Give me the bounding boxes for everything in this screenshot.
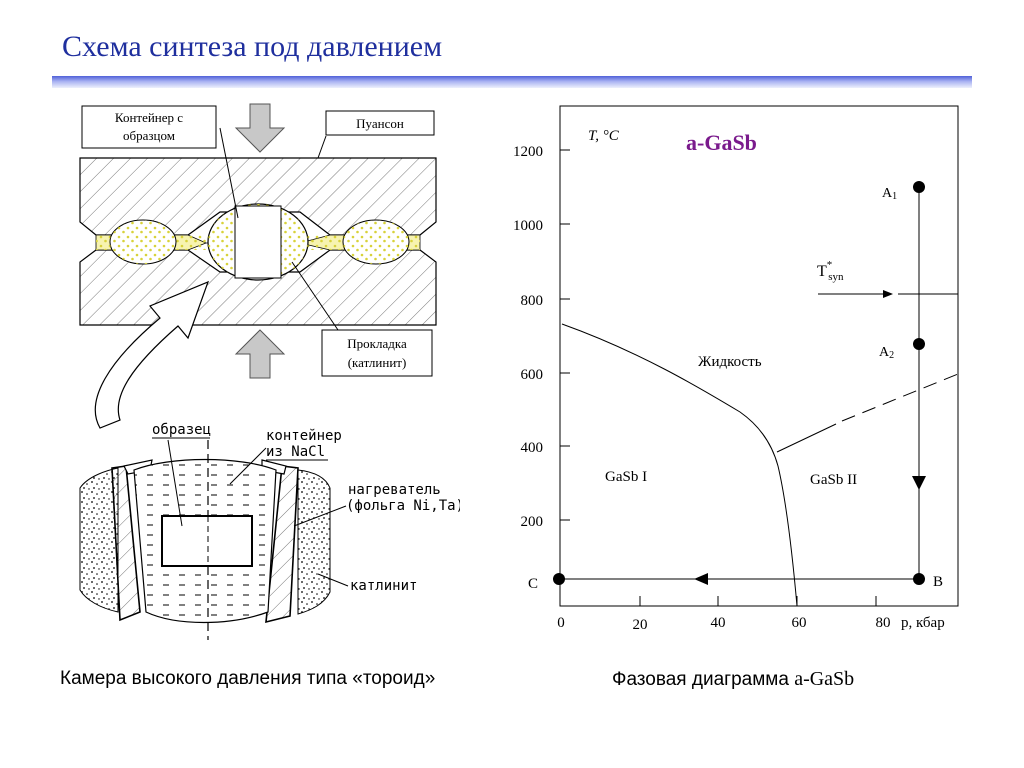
cell-container-leader bbox=[229, 447, 267, 485]
slide-title: Схема синтеза под давлением bbox=[62, 30, 443, 63]
cell-catlinite-leader bbox=[317, 573, 349, 587]
callout-gasket-line1: Прокладка bbox=[347, 336, 407, 351]
path-down-arrowhead bbox=[912, 476, 926, 490]
y-tick-800: 800 bbox=[521, 293, 544, 309]
y-tick-400: 400 bbox=[521, 440, 544, 456]
cell-sample-leader bbox=[167, 439, 183, 527]
callout-container-line2: образцом bbox=[123, 128, 175, 143]
punch-arrow-up bbox=[234, 329, 286, 379]
caption-right-suffix: a-GaSb bbox=[794, 668, 855, 690]
callout-gasket-leader bbox=[291, 261, 339, 331]
path-left-arrowhead bbox=[694, 573, 708, 585]
liquidus-boundary bbox=[561, 323, 798, 607]
cell-sample bbox=[161, 515, 253, 567]
x-tick-80: 80 bbox=[876, 615, 891, 631]
point-a2 bbox=[913, 338, 925, 350]
title-underline-bar bbox=[52, 76, 972, 88]
point-a1 bbox=[913, 181, 925, 193]
y-axis-label: T, °C bbox=[588, 128, 620, 144]
catlinite-right bbox=[297, 469, 331, 615]
punch-arrow-down bbox=[234, 103, 286, 153]
label-a2: A2 bbox=[879, 345, 894, 361]
x-tick-60: 60 bbox=[792, 615, 807, 631]
callout-container-line1: Контейнер с bbox=[115, 110, 183, 125]
callout-punch-leader bbox=[317, 135, 327, 159]
x-axis: 0 20 40 60 80 bbox=[557, 596, 891, 633]
y-tick-200: 200 bbox=[521, 514, 544, 530]
cell-label-heater-1: нагреватель bbox=[348, 482, 441, 498]
callout-punch-box bbox=[325, 110, 435, 136]
toroid-schematic: Контейнер с образцом Пуансон Прокладка (… bbox=[79, 103, 460, 640]
caption-right: Фазовая диаграмма a-GaSb bbox=[612, 668, 854, 691]
point-b bbox=[913, 573, 925, 585]
callout-gasket-line2: (катлинит) bbox=[348, 355, 407, 370]
x-tick-40: 40 bbox=[711, 615, 726, 631]
gasb2-boundary-solid bbox=[776, 423, 837, 453]
x-tick-0: 0 bbox=[557, 615, 565, 631]
region-gasb1: GaSb I bbox=[605, 469, 647, 485]
heater-left bbox=[111, 465, 141, 622]
y-tick-1200: 1200 bbox=[513, 144, 543, 160]
caption-right-prefix: Фазовая диаграмма bbox=[612, 669, 795, 690]
callout-container-leader bbox=[219, 127, 239, 219]
cell-label-container-2: из NaCl bbox=[266, 444, 325, 460]
callout-container-box bbox=[81, 105, 217, 149]
caption-left: Камера высокого давления типа «тороид» bbox=[60, 668, 436, 689]
y-tick-1000: 1000 bbox=[513, 218, 543, 234]
region-liquid: Жидкость bbox=[698, 354, 762, 370]
cell-label-container-1: контейнер bbox=[266, 428, 342, 444]
x-axis-label: p, кбар bbox=[901, 615, 945, 631]
callout-punch-label: Пуансон bbox=[356, 116, 404, 131]
upper-anvil bbox=[79, 157, 437, 236]
x-tick-20: 20 bbox=[633, 617, 648, 633]
cell-label-sample: образец bbox=[152, 422, 211, 438]
cell-label-heater-2: (фольга Ni,Ta) bbox=[346, 498, 460, 514]
label-a1: A1 bbox=[882, 186, 897, 202]
cell-label-catlinite: катлинит bbox=[350, 578, 417, 594]
zoom-arrow bbox=[94, 280, 210, 429]
y-axis: 1200 1000 800 600 400 200 bbox=[513, 144, 570, 530]
region-gasb2: GaSb II bbox=[810, 472, 857, 488]
cell-heater-leader bbox=[293, 505, 347, 527]
phase-diagram: 1200 1000 800 600 400 200 0 20 40 60 80 … bbox=[513, 105, 959, 633]
diagram-title: a-GaSb bbox=[686, 130, 757, 155]
catlinite-left bbox=[79, 467, 119, 613]
y-tick-600: 600 bbox=[521, 367, 544, 383]
label-c: C bbox=[528, 576, 538, 592]
heater-right bbox=[265, 465, 299, 624]
tsyn-label: T*syn bbox=[817, 259, 844, 283]
sample bbox=[234, 205, 282, 279]
label-b: B bbox=[933, 574, 943, 590]
plot-frame bbox=[559, 105, 959, 607]
point-c bbox=[553, 573, 565, 585]
callout-gasket-box bbox=[321, 329, 433, 377]
